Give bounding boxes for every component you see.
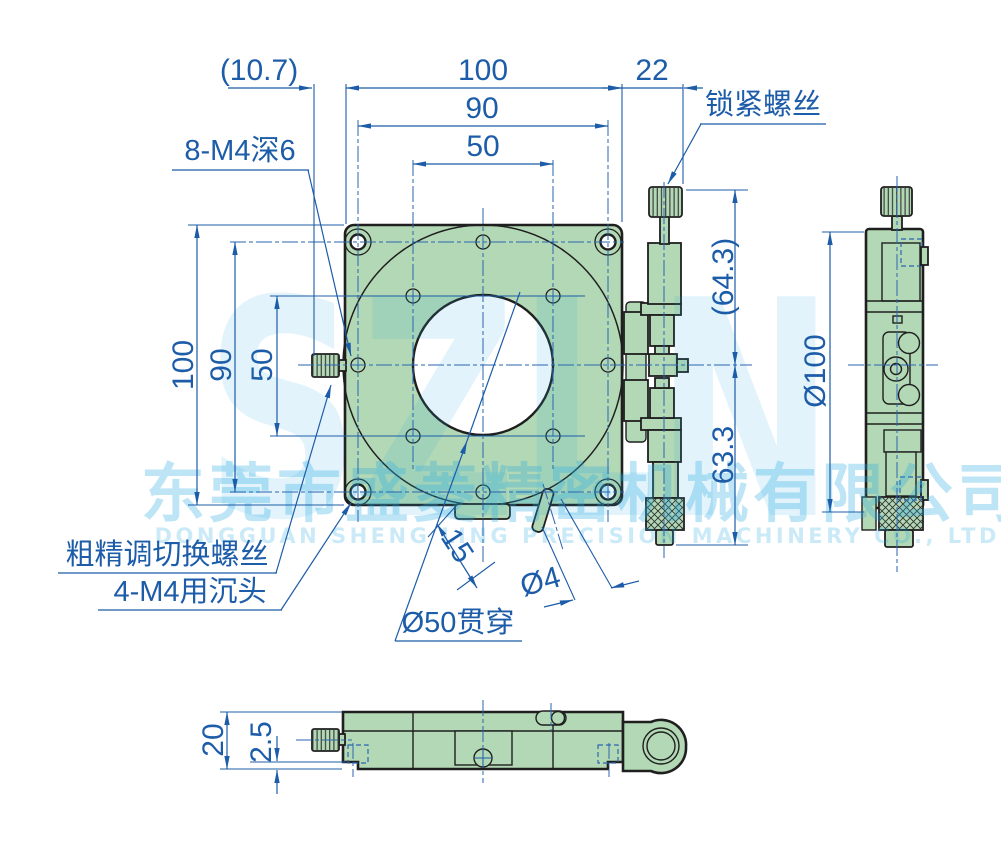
watermark-logo: SZLN — [205, 236, 836, 586]
side-micrometer-grip — [878, 496, 924, 531]
watermark-company-cn: 东莞市盛菱精密机械有限公司 — [141, 458, 1001, 532]
label-switch-screw: 粗精调切换螺丝 — [65, 538, 268, 571]
micrometer-grip — [645, 497, 685, 531]
label-tapped-holes: 8-M4深6 — [184, 135, 295, 167]
extension-lines — [188, 84, 864, 770]
bottom-view — [311, 710, 688, 775]
dim-holes-v-inner: 50 — [246, 348, 279, 381]
dim-height: 100 — [167, 340, 200, 390]
dim-width: 100 — [458, 54, 508, 87]
dim-side-diameter: Ø100 — [799, 334, 832, 407]
side-lock-knob — [880, 186, 913, 217]
dimension-layer: (10.7) 100 22 90 50 100 90 50 (64.3) 63.… — [58, 54, 938, 794]
side-view — [861, 186, 929, 548]
label-counterbore: 4-M4用沉头 — [113, 575, 266, 608]
label-through-hole: Ø50贯穿 — [402, 606, 515, 639]
leader-lines — [58, 123, 826, 642]
dim-micrometer-offset: 22 — [635, 54, 668, 87]
label-lock-screw: 锁紧螺丝 — [705, 88, 821, 121]
dim-holes-h-outer: 90 — [465, 92, 498, 125]
dimension-lines — [194, 85, 833, 794]
dim-offset-knob: (10.7) — [220, 54, 298, 87]
micrometer-assembly — [623, 186, 689, 546]
dim-step: 2.5 — [245, 721, 278, 763]
dim-holes-h-inner: 50 — [466, 130, 499, 163]
lock-screw-knob — [648, 186, 683, 218]
dim-upper-height: (64.3) — [707, 238, 740, 316]
dim-thickness: 20 — [197, 723, 230, 756]
dim-holes-v-outer: 90 — [205, 348, 238, 381]
dim-lower-height: 63.3 — [707, 426, 740, 484]
watermark: SZLN 东莞市盛菱精密机械有限公司 DONGGUAN SHENG LING P… — [141, 236, 1001, 586]
centerlines — [230, 120, 938, 783]
handle-pin — [531, 487, 555, 533]
